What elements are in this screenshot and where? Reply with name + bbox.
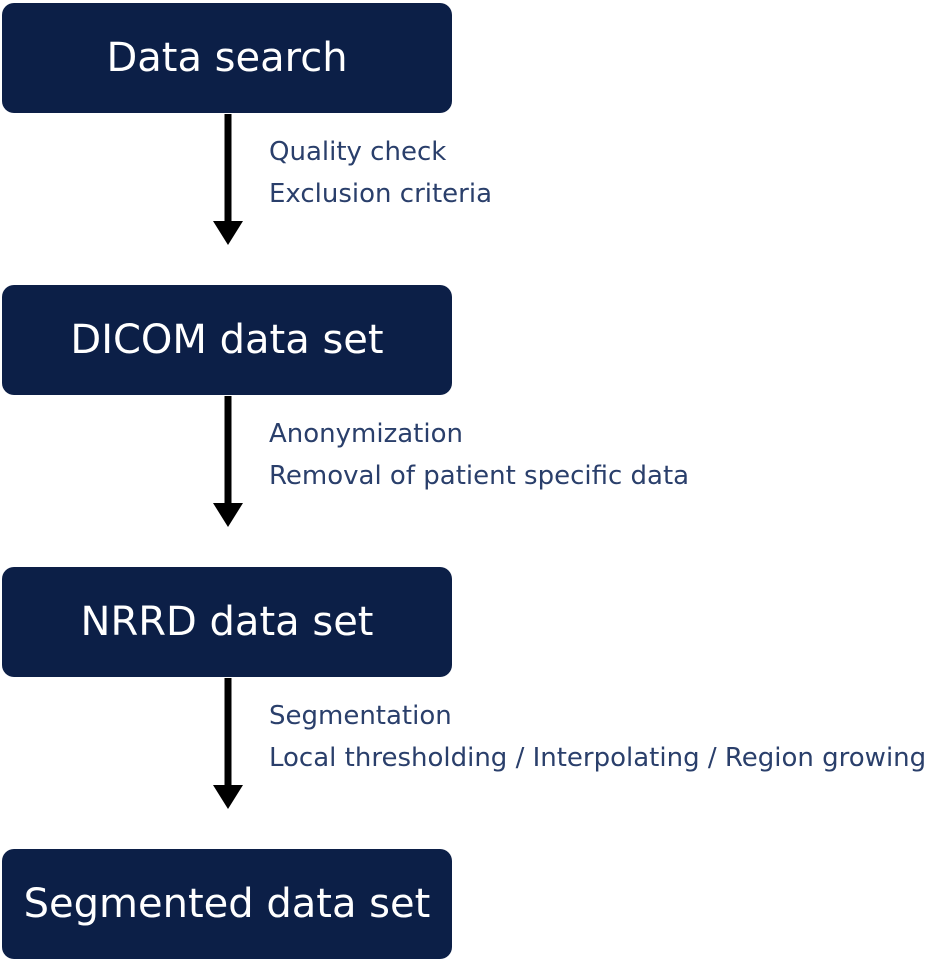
step-dicom-data-set: DICOM data set	[2, 285, 452, 395]
transition-note-anonymization: Anonymization Removal of patient specifi…	[269, 413, 689, 497]
step-segmented-data-set: Segmented data set	[2, 849, 452, 959]
note-line: Removal of patient specific data	[269, 461, 690, 491]
note-line: Segmentation	[269, 701, 452, 731]
transition-note-quality: Quality check Exclusion criteria	[269, 131, 492, 215]
down-arrow-icon	[213, 678, 243, 810]
down-arrow-icon	[213, 396, 243, 528]
step-data-search: Data search	[2, 3, 452, 113]
note-line: Exclusion criteria	[269, 179, 493, 209]
down-arrow-icon	[213, 114, 243, 246]
note-line: Anonymization	[269, 419, 463, 449]
transition-note-segmentation: Segmentation Local thresholding / Interp…	[269, 695, 926, 779]
note-line: Local thresholding / Interpolating / Reg…	[269, 743, 927, 773]
note-line: Quality check	[269, 137, 447, 167]
step-nrrd-data-set: NRRD data set	[2, 567, 452, 677]
